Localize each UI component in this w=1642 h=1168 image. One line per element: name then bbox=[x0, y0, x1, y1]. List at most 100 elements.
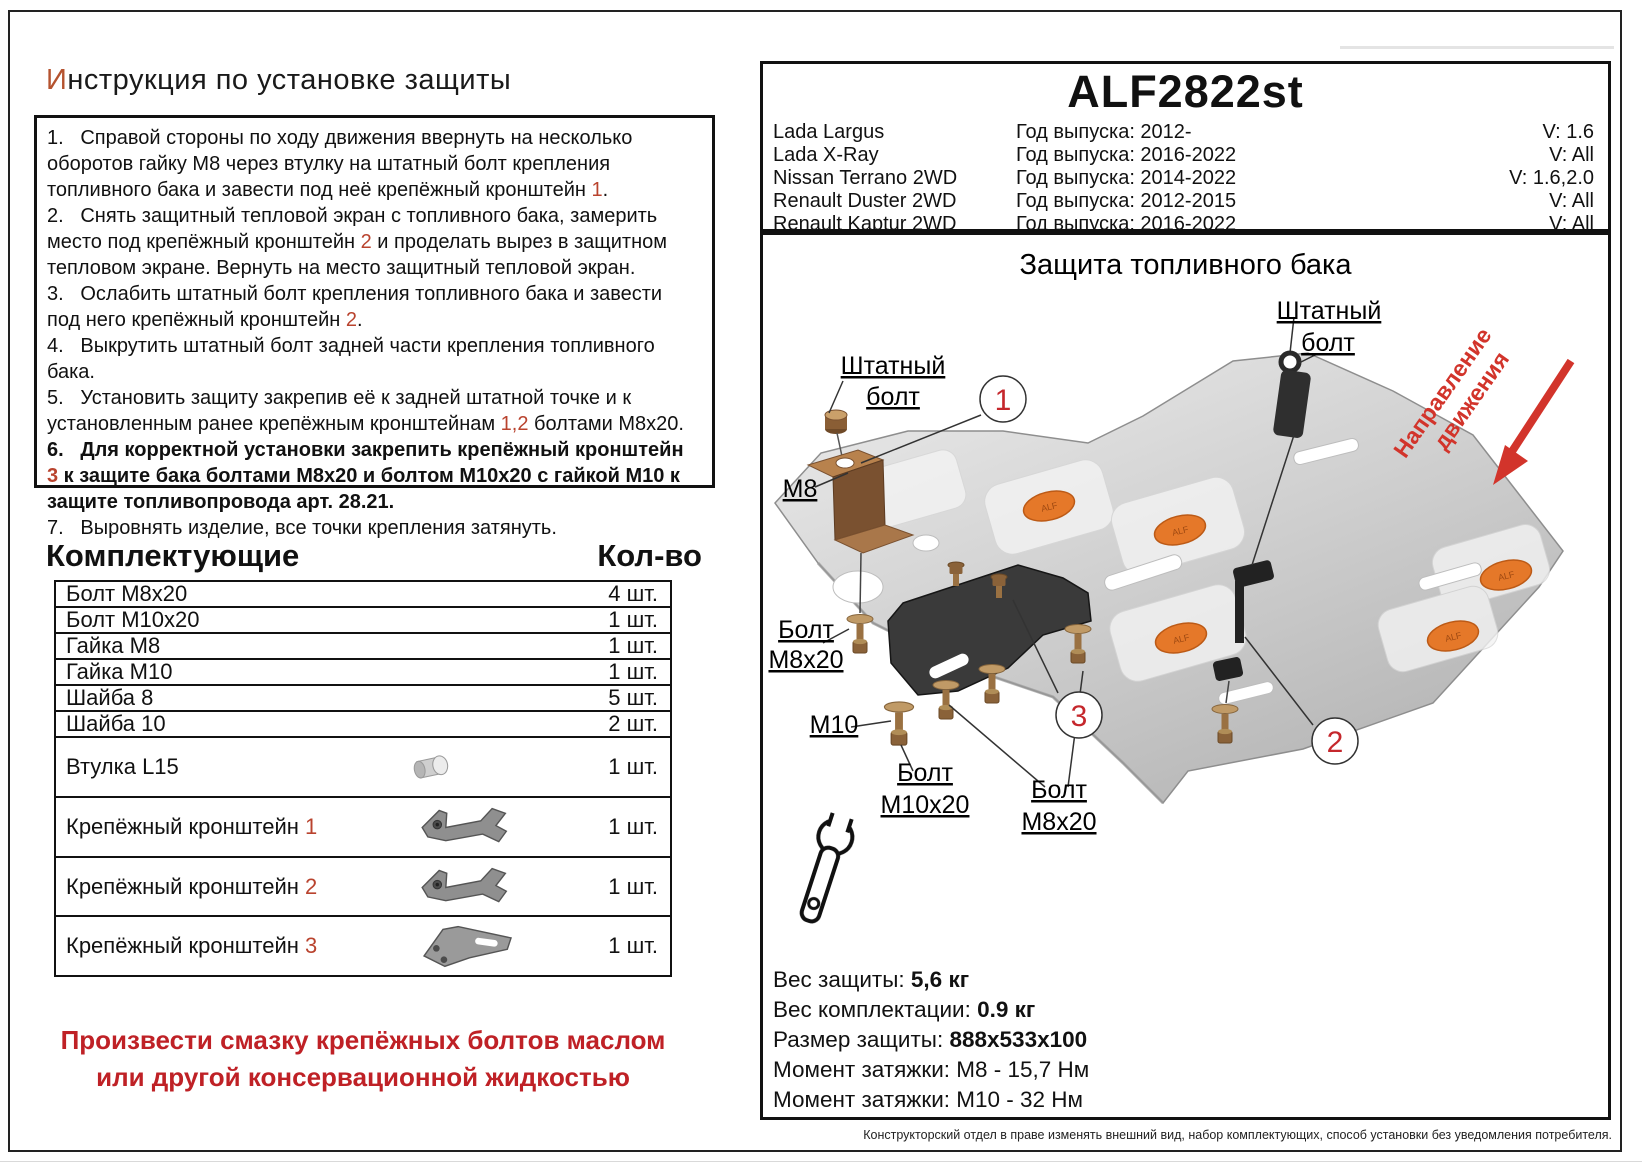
model-engine: V: All bbox=[1549, 144, 1594, 166]
instruction-ref-number: 1 bbox=[591, 179, 603, 201]
diagram-title: Защита топливного бака bbox=[1019, 249, 1352, 281]
component-name: Втулка L15 bbox=[66, 754, 179, 779]
component-qty: 1 шт. bbox=[608, 632, 658, 658]
model-year: Год выпуска: 2012- bbox=[1016, 121, 1192, 143]
instruction-ref-number: 2 bbox=[345, 309, 357, 331]
instruction-item: 7. Выровнять изделие, все точки креплени… bbox=[47, 515, 700, 541]
component-row: Втулка L15 1 шт. bbox=[54, 735, 672, 799]
component-name: Шайба 10 bbox=[66, 710, 166, 736]
spec-label: Вес комплектации: bbox=[773, 997, 978, 1022]
instruction-text: 5. Установить защиту закрепив её к задне… bbox=[47, 387, 637, 435]
label-stock-bolt-left-2: болт bbox=[866, 383, 920, 411]
pad-logo: ALF bbox=[1444, 630, 1463, 644]
disclaimer: Конструкторский отдел в праве изменять в… bbox=[863, 1128, 1612, 1142]
label-bolt-m10x20-1: Болт bbox=[897, 759, 953, 787]
label-bolt-m8x20-bottom-2: М8х20 bbox=[1021, 808, 1096, 836]
instruction-text: 3. Ослабить штатный болт крепления топли… bbox=[47, 283, 668, 331]
direction-arrow bbox=[1507, 358, 1575, 456]
model-engine: V: 1.6 bbox=[1542, 121, 1594, 143]
spec-value: 5,6 кг bbox=[910, 967, 970, 992]
bracket-1-drawing bbox=[806, 409, 915, 614]
model-engine: V: 1.6,2.0 bbox=[1509, 167, 1594, 189]
component-number: 3 bbox=[305, 933, 318, 958]
spec-label: Момент затяжки: bbox=[773, 1087, 957, 1112]
brand-pads: ALF ALF ALF ALF ALF bbox=[1022, 490, 1533, 654]
component-name: Гайка М8 bbox=[66, 632, 161, 658]
component-row: Крепёжный кронштейн 3 1 шт. bbox=[54, 915, 672, 977]
label-bolt-m8x20-bottom-1: Болт bbox=[1031, 776, 1087, 804]
component-qty: 4 шт. bbox=[608, 580, 658, 606]
model-year: Год выпуска: 2014-2022 bbox=[1016, 167, 1237, 189]
instruction-item: 3. Ослабить штатный болт крепления топли… bbox=[47, 281, 700, 333]
bracket-2-drawing bbox=[1211, 316, 1311, 744]
label-stock-bolt-right-2: болт bbox=[1301, 329, 1355, 357]
model-year: Год выпуска: 2012-2015 bbox=[1016, 190, 1237, 212]
components-table: Болт М8х20 4 шт. Болт М10х20 1 шт. Гайка М8 1… bbox=[54, 579, 672, 977]
lubrication-note: Произвести смазку крепёжных болтов масло… bbox=[54, 1022, 672, 1096]
label-m8: М8 bbox=[783, 475, 818, 503]
quantity-heading: Кол-во bbox=[597, 538, 702, 573]
component-number: 1 bbox=[305, 814, 318, 839]
spec-label: Размер защиты: bbox=[773, 1027, 950, 1052]
component-qty: 1 шт. bbox=[608, 814, 658, 839]
callout-1: 1 bbox=[995, 384, 1012, 417]
model-name: Lada X-Ray bbox=[773, 144, 879, 166]
component-qty: 1 шт. bbox=[608, 873, 658, 899]
label-stock-bolt-left-1: Штатный bbox=[841, 352, 946, 380]
bracket-3-drawing bbox=[846, 561, 1092, 746]
instruction-item: 5. Установить защиту закрепив её к задне… bbox=[47, 385, 700, 437]
component-row: Болт М8х20 4 шт. bbox=[54, 579, 672, 608]
spec-value: 0.9 кг bbox=[977, 997, 1036, 1022]
decorative-line bbox=[1340, 46, 1614, 49]
instruction-ref-number: 3 bbox=[47, 465, 59, 487]
component-name: Болт М10х20 bbox=[66, 606, 200, 632]
model-name: Lada Largus bbox=[773, 121, 885, 143]
instruction-ref-number: 2 bbox=[360, 231, 372, 253]
component-qty: 1 шт. bbox=[608, 754, 658, 779]
title-rest: нструкция по установке защиты bbox=[67, 64, 512, 96]
instruction-item: 1. Справой стороны по ходу движения ввер… bbox=[47, 125, 700, 203]
pad-logo: ALF bbox=[1171, 524, 1190, 538]
part-number: ALF2822st bbox=[1067, 66, 1304, 117]
wrench-icon bbox=[799, 810, 855, 924]
diagram-labels: Штатный болт Штатный болт М8 Болт М8х20 … bbox=[768, 297, 1381, 836]
page-title: Инструкция по установке защиты bbox=[46, 64, 511, 97]
header-box: ALF2822st Lada Largus Год выпуска: 2012- V… bbox=[760, 61, 1611, 235]
instruction-text: 1. Справой стороны по ходу движения ввер… bbox=[47, 127, 638, 201]
label-m10: М10 bbox=[810, 711, 859, 739]
pad-logo: ALF bbox=[1172, 632, 1191, 646]
callout-2: 2 bbox=[1327, 726, 1344, 759]
component-image-bracket-z bbox=[411, 861, 526, 913]
component-name: Крепёжный кронштейн 2 bbox=[66, 873, 318, 899]
component-row: Гайка М8 1 шт. bbox=[54, 631, 672, 660]
spec-line: Вес защиты: 5,6 кг bbox=[773, 965, 1089, 995]
model-year: Год выпуска: 2016-2022 bbox=[1016, 144, 1237, 166]
instruction-text: 4. Выкрутить штатный болт задней части к… bbox=[47, 335, 661, 383]
component-image-bracket-z bbox=[411, 801, 526, 853]
component-qty: 1 шт. bbox=[608, 933, 658, 958]
spec-label: Вес защиты: bbox=[773, 967, 911, 992]
direction-arrowhead bbox=[1493, 445, 1528, 485]
component-qty: 1 шт. bbox=[608, 658, 658, 684]
callout-3: 3 bbox=[1071, 700, 1088, 733]
label-bolt-m10x20-2: М10х20 bbox=[881, 791, 970, 819]
component-name: Крепёжный кронштейн 1 bbox=[66, 814, 318, 839]
instruction-text: 2. Снять защитный тепловой экран с топли… bbox=[47, 205, 663, 253]
instruction-ref-number: 1,2 bbox=[500, 413, 529, 435]
lubrication-note-line2: или другой консервационной жидкостью bbox=[96, 1062, 630, 1092]
instruction-text: и проделать вырез в защитном тепловом эк… bbox=[47, 231, 673, 279]
instructions-box: 1. Справой стороны по ходу движения ввер… bbox=[34, 115, 715, 539]
title-accent-letter: И bbox=[46, 64, 68, 96]
instruction-item: 4. Выкрутить штатный болт задней части к… bbox=[47, 333, 700, 385]
component-row: Крепёжный кронштейн 1 1 шт. bbox=[54, 796, 672, 858]
spec-value: 888х533х100 bbox=[949, 1027, 1088, 1052]
component-name: Крепёжный кронштейн 3 bbox=[66, 933, 318, 958]
component-image-bushing bbox=[411, 750, 453, 784]
spec-line: Размер защиты: 888х533х100 bbox=[773, 1025, 1089, 1055]
component-name: Болт М8х20 bbox=[66, 580, 188, 606]
